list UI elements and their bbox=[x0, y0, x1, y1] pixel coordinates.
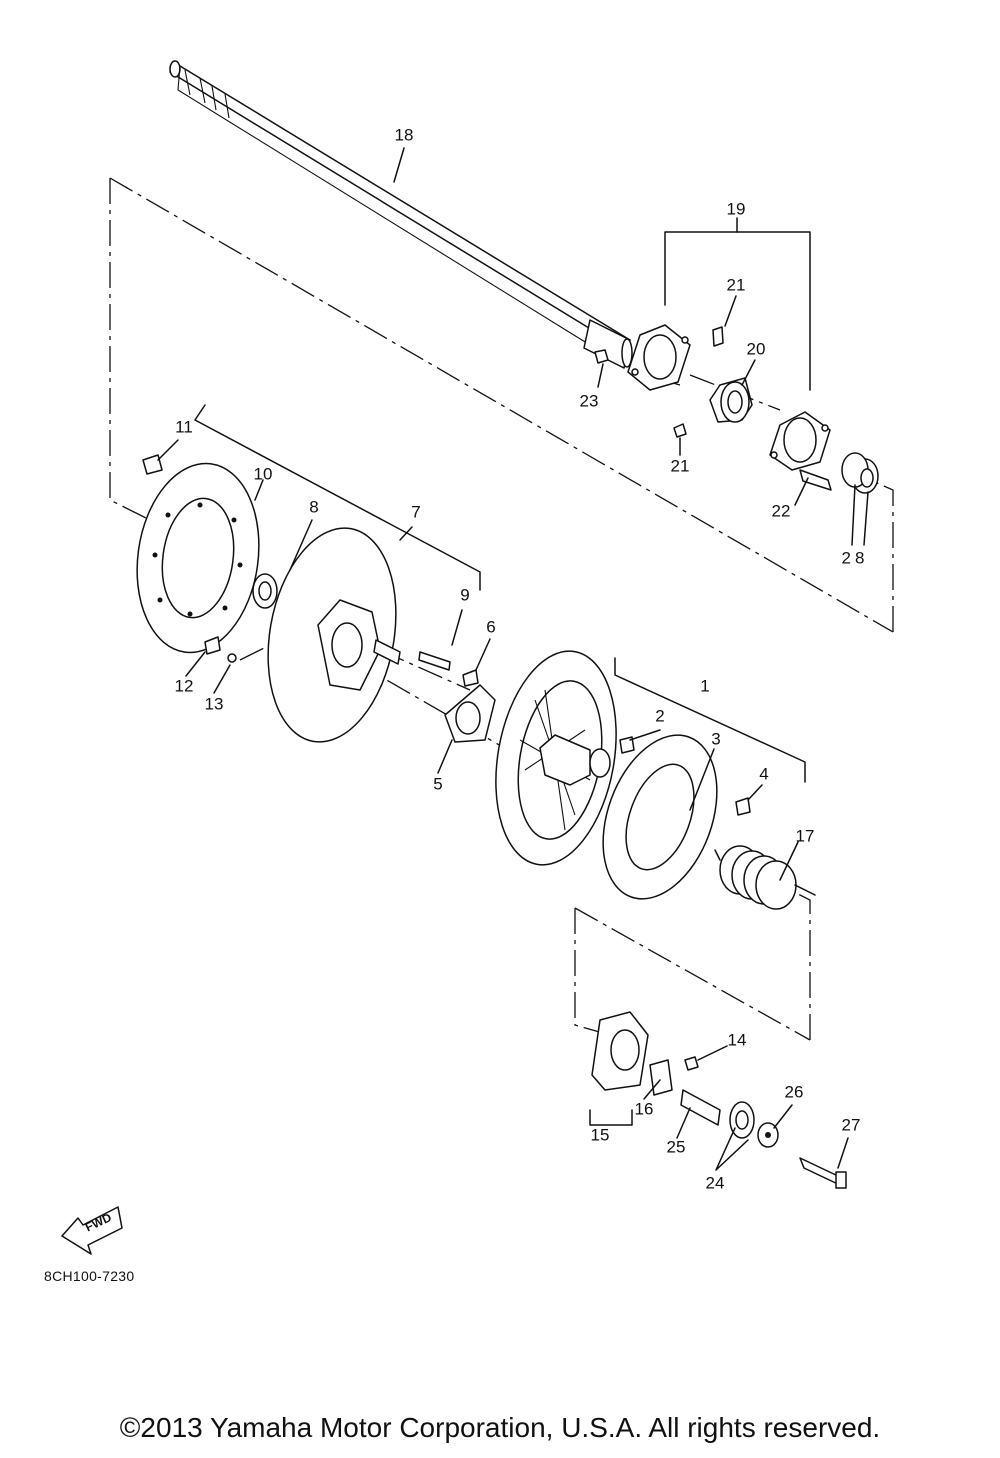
label-26: 26 bbox=[785, 1082, 804, 1101]
label-22: 22 bbox=[772, 501, 791, 520]
copyright-notice: ©2013 Yamaha Motor Corporation, U.S.A. A… bbox=[119, 1412, 881, 1443]
label-6: 6 bbox=[486, 617, 495, 636]
label-15: 15 bbox=[591, 1125, 610, 1144]
label-8: 8 bbox=[309, 497, 318, 516]
label-16: 16 bbox=[635, 1099, 654, 1118]
cam-assembly bbox=[591, 1011, 847, 1189]
label-24: 24 bbox=[706, 1173, 725, 1192]
label-7: 7 bbox=[411, 502, 420, 521]
label-21-bottom: 21 bbox=[671, 456, 690, 475]
label-18: 18 bbox=[395, 125, 414, 144]
drive-shaft bbox=[169, 60, 633, 369]
label-12: 12 bbox=[175, 676, 194, 695]
label-19: 19 bbox=[727, 199, 746, 218]
label-23: 23 bbox=[580, 391, 599, 410]
bearing-housing-assembly bbox=[594, 324, 879, 494]
label-3: 3 bbox=[711, 729, 720, 748]
label-21-top: 21 bbox=[727, 275, 746, 294]
label-25: 25 bbox=[667, 1137, 686, 1156]
diagram-code: 8CH100-7230 bbox=[44, 1268, 135, 1284]
spring bbox=[714, 845, 816, 910]
label-14: 14 bbox=[728, 1030, 747, 1049]
label-2: 2 bbox=[655, 706, 664, 725]
label-11: 11 bbox=[175, 417, 193, 436]
bracket-lines bbox=[194, 217, 811, 1126]
label-13: 13 bbox=[205, 694, 224, 713]
label-27: 27 bbox=[842, 1115, 861, 1134]
fwd-arrow-icon: FWD bbox=[61, 1206, 123, 1255]
label-20: 20 bbox=[747, 339, 766, 358]
label-4: 4 bbox=[759, 764, 768, 783]
label-10: 10 bbox=[254, 464, 273, 483]
label-5: 5 bbox=[433, 774, 442, 793]
label-17: 17 bbox=[796, 826, 815, 845]
label-1: 1 bbox=[700, 676, 709, 695]
sheave-assembly bbox=[136, 454, 451, 743]
label-28: 28 bbox=[842, 548, 869, 567]
leader-lines bbox=[157, 147, 869, 1171]
part-labels: 1 2 3 4 5 6 7 8 9 10 11 12 13 14 15 16 1… bbox=[175, 125, 869, 1192]
label-9: 9 bbox=[460, 585, 469, 604]
secondary-sheave-assembly bbox=[444, 650, 751, 900]
